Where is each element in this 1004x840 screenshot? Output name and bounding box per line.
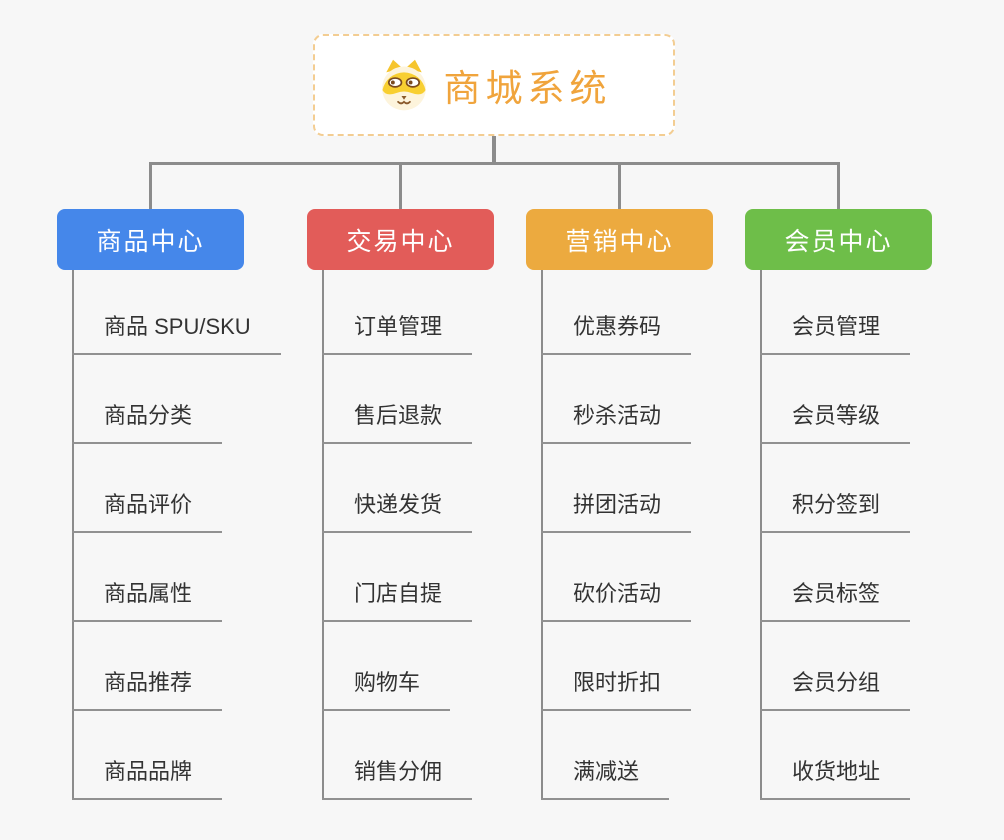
leaf-node[interactable]: 销售分佣	[322, 756, 473, 800]
root-node[interactable]: 商城系统	[313, 34, 675, 136]
root-node-title: 商城系统	[443, 68, 612, 109]
leaf-node[interactable]: 收货地址	[760, 756, 911, 800]
leaf-node[interactable]: 售后退款	[322, 400, 473, 444]
leaf-node[interactable]: 限时折扣	[541, 667, 692, 711]
branch-drop-line	[618, 164, 621, 210]
branch-node-member[interactable]: 会员中心	[745, 209, 932, 270]
leaf-node[interactable]: 快递发货	[322, 489, 473, 533]
leaf-node[interactable]: 会员标签	[760, 578, 911, 622]
leaf-node[interactable]: 积分签到	[760, 489, 911, 533]
dog-face-icon	[377, 58, 431, 112]
branch-trade-center: 交易中心 订单管理 售后退款 快递发货 门店自提 购物车 销售分佣	[307, 209, 537, 840]
branch-node-trade[interactable]: 交易中心	[307, 209, 494, 270]
leaf-node[interactable]: 砍价活动	[541, 578, 692, 622]
branch-trunk-line	[322, 270, 324, 800]
branch-marketing-center: 营销中心 优惠券码 秒杀活动 拼团活动 砍价活动 限时折扣 满减送	[526, 209, 756, 840]
leaf-node[interactable]: 会员等级	[760, 400, 911, 444]
leaf-node[interactable]: 满减送	[541, 756, 670, 800]
branch-member-center: 会员中心 会员管理 会员等级 积分签到 会员标签 会员分组 收货地址	[745, 209, 975, 840]
leaf-node[interactable]: 购物车	[322, 667, 451, 711]
branch-trunk-line	[72, 270, 74, 800]
branch-trunk-line	[760, 270, 762, 800]
branch-product-center: 商品中心 商品 SPU/SKU 商品分类 商品评价 商品属性 商品推荐 商品品牌	[57, 209, 287, 840]
leaf-node[interactable]: 门店自提	[322, 578, 473, 622]
leaf-node[interactable]: 会员管理	[760, 311, 911, 355]
branch-drop-line	[399, 164, 402, 210]
leaf-node[interactable]: 商品 SPU/SKU	[72, 311, 281, 355]
branch-drop-line	[149, 164, 152, 210]
leaf-node[interactable]: 商品品牌	[72, 756, 223, 800]
leaf-node[interactable]: 商品分类	[72, 400, 223, 444]
leaf-node[interactable]: 订单管理	[322, 311, 473, 355]
branch-connector-horizontal	[149, 162, 840, 165]
leaf-node[interactable]: 商品属性	[72, 578, 223, 622]
leaf-node[interactable]: 会员分组	[760, 667, 911, 711]
root-connector-vertical	[492, 135, 496, 164]
branch-trunk-line	[541, 270, 543, 800]
leaf-node[interactable]: 秒杀活动	[541, 400, 692, 444]
branch-node-product[interactable]: 商品中心	[57, 209, 244, 270]
leaf-node[interactable]: 优惠券码	[541, 311, 692, 355]
branch-node-marketing[interactable]: 营销中心	[526, 209, 713, 270]
leaf-node[interactable]: 商品推荐	[72, 667, 223, 711]
leaf-node[interactable]: 拼团活动	[541, 489, 692, 533]
branch-drop-line	[837, 164, 840, 210]
leaf-node[interactable]: 商品评价	[72, 489, 223, 533]
